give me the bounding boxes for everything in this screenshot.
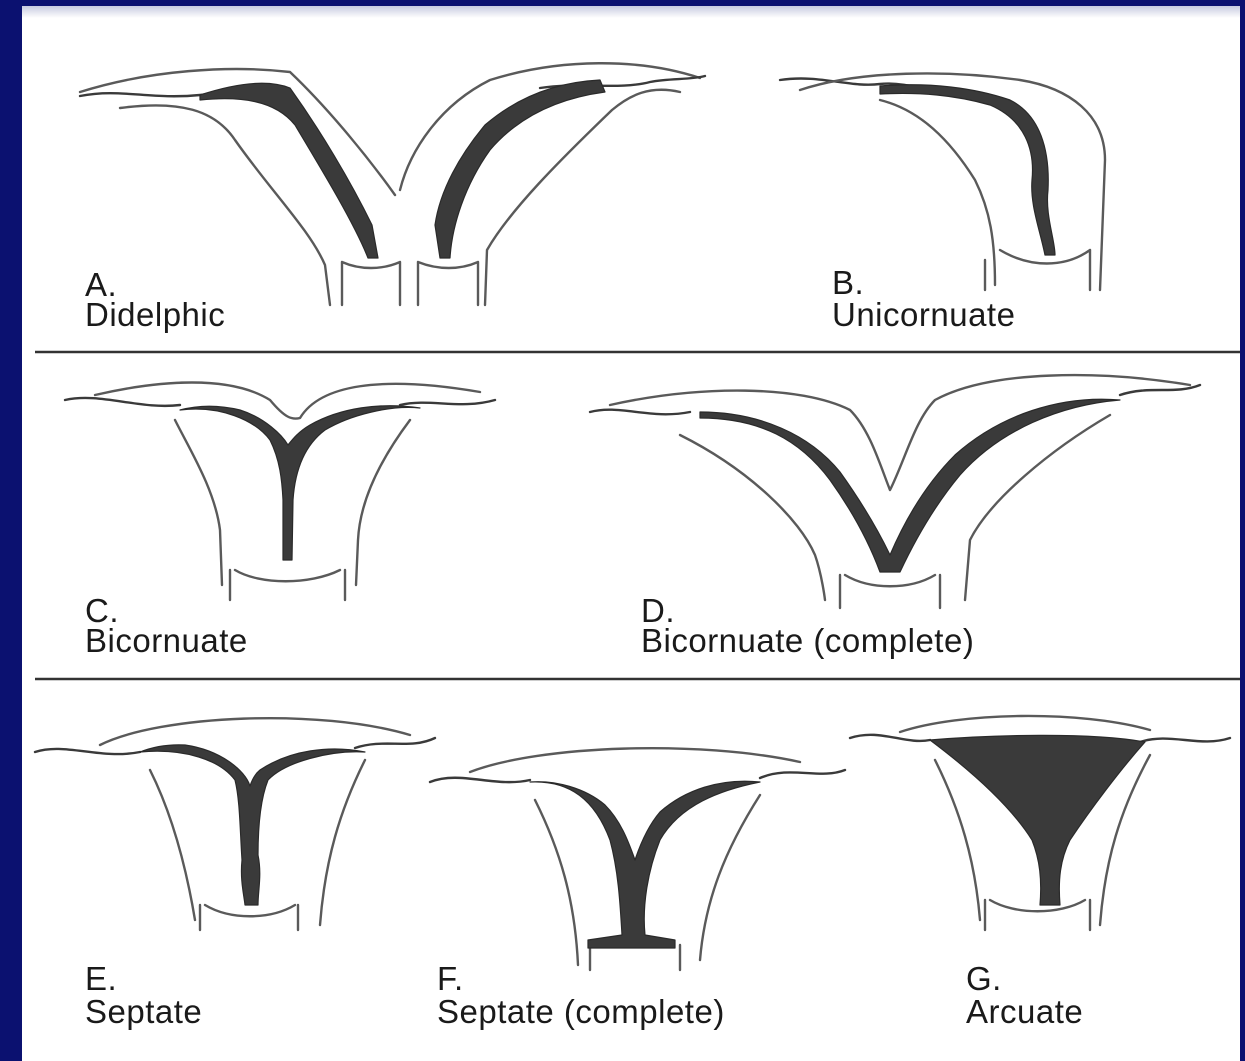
unicornuate-cervix (985, 250, 1090, 290)
septate-complete-fundus-outline (470, 748, 800, 772)
arcuate-right-tube (1140, 738, 1230, 742)
arcuate-cervix (985, 900, 1090, 930)
septate-left-wall (150, 770, 195, 920)
didelphic-left-cervix (342, 262, 400, 305)
bicornuate-cavity (180, 406, 420, 560)
septate-right-tube (355, 738, 435, 748)
septate-fundus-outline (100, 718, 410, 745)
panel-f-letter: F. (437, 962, 464, 995)
bicornuate-complete-illustration (590, 375, 1200, 608)
septate-illustration (35, 718, 435, 930)
panel-b-name: Unicornuate (832, 298, 1015, 331)
unicornuate-illustration (780, 73, 1105, 290)
didelphic-right-cervix (418, 262, 478, 305)
panel-a-name: Didelphic (85, 298, 225, 331)
bicornuate-complete-cervix (840, 575, 940, 608)
septate-complete-left-wall (535, 800, 578, 965)
bicornuate-complete-cavity (700, 399, 1120, 572)
septate-complete-cervix-walls (590, 945, 680, 970)
arcuate-illustration (850, 716, 1230, 930)
unicornuate-outline-inner (880, 100, 995, 285)
panel-g-letter: G. (966, 962, 1002, 995)
didelphic-left-cavity (200, 83, 378, 258)
panel-c-name: Bicornuate (85, 624, 248, 657)
septate-complete-illustration (430, 748, 845, 970)
panel-b-letter: B. (832, 266, 864, 299)
bicornuate-complete-left-wall (680, 435, 825, 600)
bicornuate-complete-right-tube (1120, 385, 1200, 395)
septate-left-tube (35, 749, 140, 754)
septate-cavity (140, 745, 365, 905)
bicornuate-left-wall (175, 420, 222, 585)
unicornuate-outline-top (800, 73, 1105, 290)
septate-cervix (200, 905, 298, 930)
didelphic-right-cavity (435, 80, 605, 258)
arcuate-left-wall (935, 760, 980, 920)
arcuate-cavity (930, 735, 1145, 905)
bicornuate-illustration (65, 383, 495, 601)
bicornuate-cervix (230, 570, 345, 600)
panel-g-name: Arcuate (966, 995, 1083, 1028)
septate-complete-cavity (530, 781, 760, 948)
bicornuate-complete-fundus-outline (610, 375, 1190, 490)
arcuate-left-tube (850, 735, 930, 741)
septate-complete-right-tube (760, 770, 845, 778)
panel-f-name: Septate (complete) (437, 995, 725, 1028)
bicornuate-right-wall (356, 420, 410, 585)
panel-e-letter: E. (85, 962, 117, 995)
bicornuate-fundus-outline (95, 383, 480, 419)
panel-d-name: Bicornuate (complete) (641, 624, 974, 657)
arcuate-fundus-outline (900, 716, 1150, 732)
didelphic-left-outline-outer (120, 105, 330, 305)
septate-complete-right-wall (700, 795, 760, 960)
bicornuate-right-tube (400, 400, 495, 405)
bicornuate-left-tube (65, 398, 180, 406)
didelphic-illustration (80, 63, 705, 305)
septate-complete-left-tube (430, 778, 530, 782)
bicornuate-complete-left-tube (590, 410, 690, 415)
septate-right-wall (320, 760, 365, 925)
panel-e-name: Septate (85, 995, 202, 1028)
